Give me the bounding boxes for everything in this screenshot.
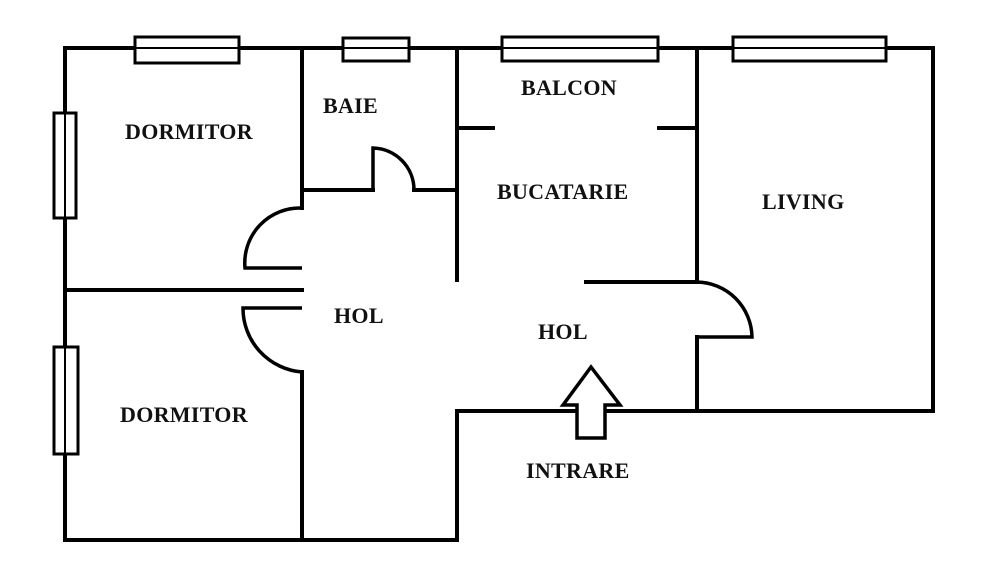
room-label-baie: BAIE	[323, 93, 378, 118]
door-baie	[371, 146, 416, 191]
door-dormitor-2	[241, 306, 303, 374]
window-top-balcon	[500, 35, 660, 63]
room-label-balcon: BALCON	[521, 75, 617, 100]
window-left-dormitor-2	[52, 345, 80, 456]
room-label-living: LIVING	[762, 189, 845, 214]
entrance-label: INTRARE	[526, 458, 630, 483]
doors	[241, 146, 754, 374]
room-label-hol-2: HOL	[538, 319, 588, 344]
door-living	[696, 280, 754, 339]
room-label-dormitor-2: DORMITOR	[120, 402, 249, 427]
window-top-baie	[341, 36, 411, 63]
room-label-hol-1: HOL	[334, 303, 384, 328]
window-left-dormitor-1	[52, 111, 78, 220]
room-label-bucatarie: BUCATARIE	[497, 179, 628, 204]
window-top-dormitor	[133, 35, 241, 65]
window-top-living	[731, 35, 888, 63]
room-label-dormitor-1: DORMITOR	[125, 119, 254, 144]
entrance-arrow	[559, 364, 624, 440]
interior-walls	[63, 46, 699, 542]
windows	[52, 35, 888, 456]
door-dormitor-1	[243, 206, 303, 270]
